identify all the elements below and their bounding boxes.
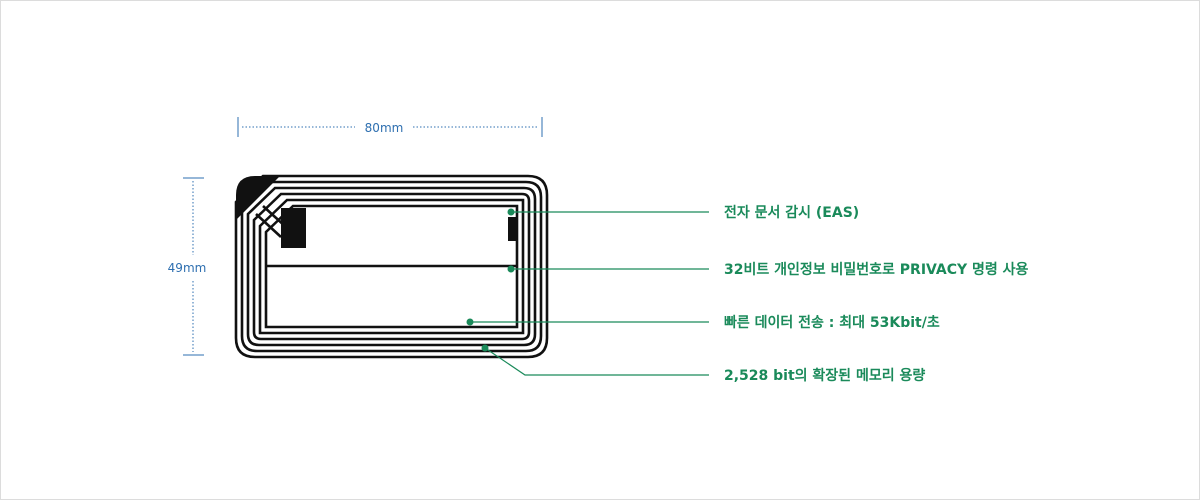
antenna-connector xyxy=(508,217,516,241)
callout-4-leader xyxy=(484,347,709,376)
antenna-bridge xyxy=(262,205,287,228)
callout-2: 32비트 개인정보 비밀번호로 PRIVACY 명령 사용 xyxy=(507,261,1029,278)
antenna-coil-2 xyxy=(240,180,543,353)
callout-1: 전자 문서 감시 (EAS) xyxy=(507,204,859,221)
antenna-corner-top-left xyxy=(236,176,280,220)
callout-4: 2,528 bit의 확장된 메모리 용량 xyxy=(481,344,925,384)
rfid-antenna xyxy=(234,174,549,359)
antenna-coil-4 xyxy=(252,192,531,341)
callout-4-label: 2,528 bit의 확장된 메모리 용량 xyxy=(724,367,925,384)
callout-3: 빠른 데이터 전송 : 최대 53Kbit/초 xyxy=(466,314,940,331)
callout-2-label: 32비트 개인정보 비밀번호로 PRIVACY 명령 사용 xyxy=(724,261,1029,278)
antenna-bridge-outer xyxy=(255,213,282,238)
antenna-coil-1 xyxy=(234,174,549,359)
width-dimension-label: 80mm xyxy=(365,121,404,135)
callout-1-label: 전자 문서 감시 (EAS) xyxy=(724,204,859,221)
width-dimension: 80mm xyxy=(237,117,543,137)
antenna-chip xyxy=(281,208,306,248)
antenna-coil-3 xyxy=(246,186,537,347)
height-dimension-label: 49mm xyxy=(168,261,207,275)
callout-3-label: 빠른 데이터 전송 : 최대 53Kbit/초 xyxy=(724,314,940,331)
height-dimension: 49mm xyxy=(168,177,207,356)
